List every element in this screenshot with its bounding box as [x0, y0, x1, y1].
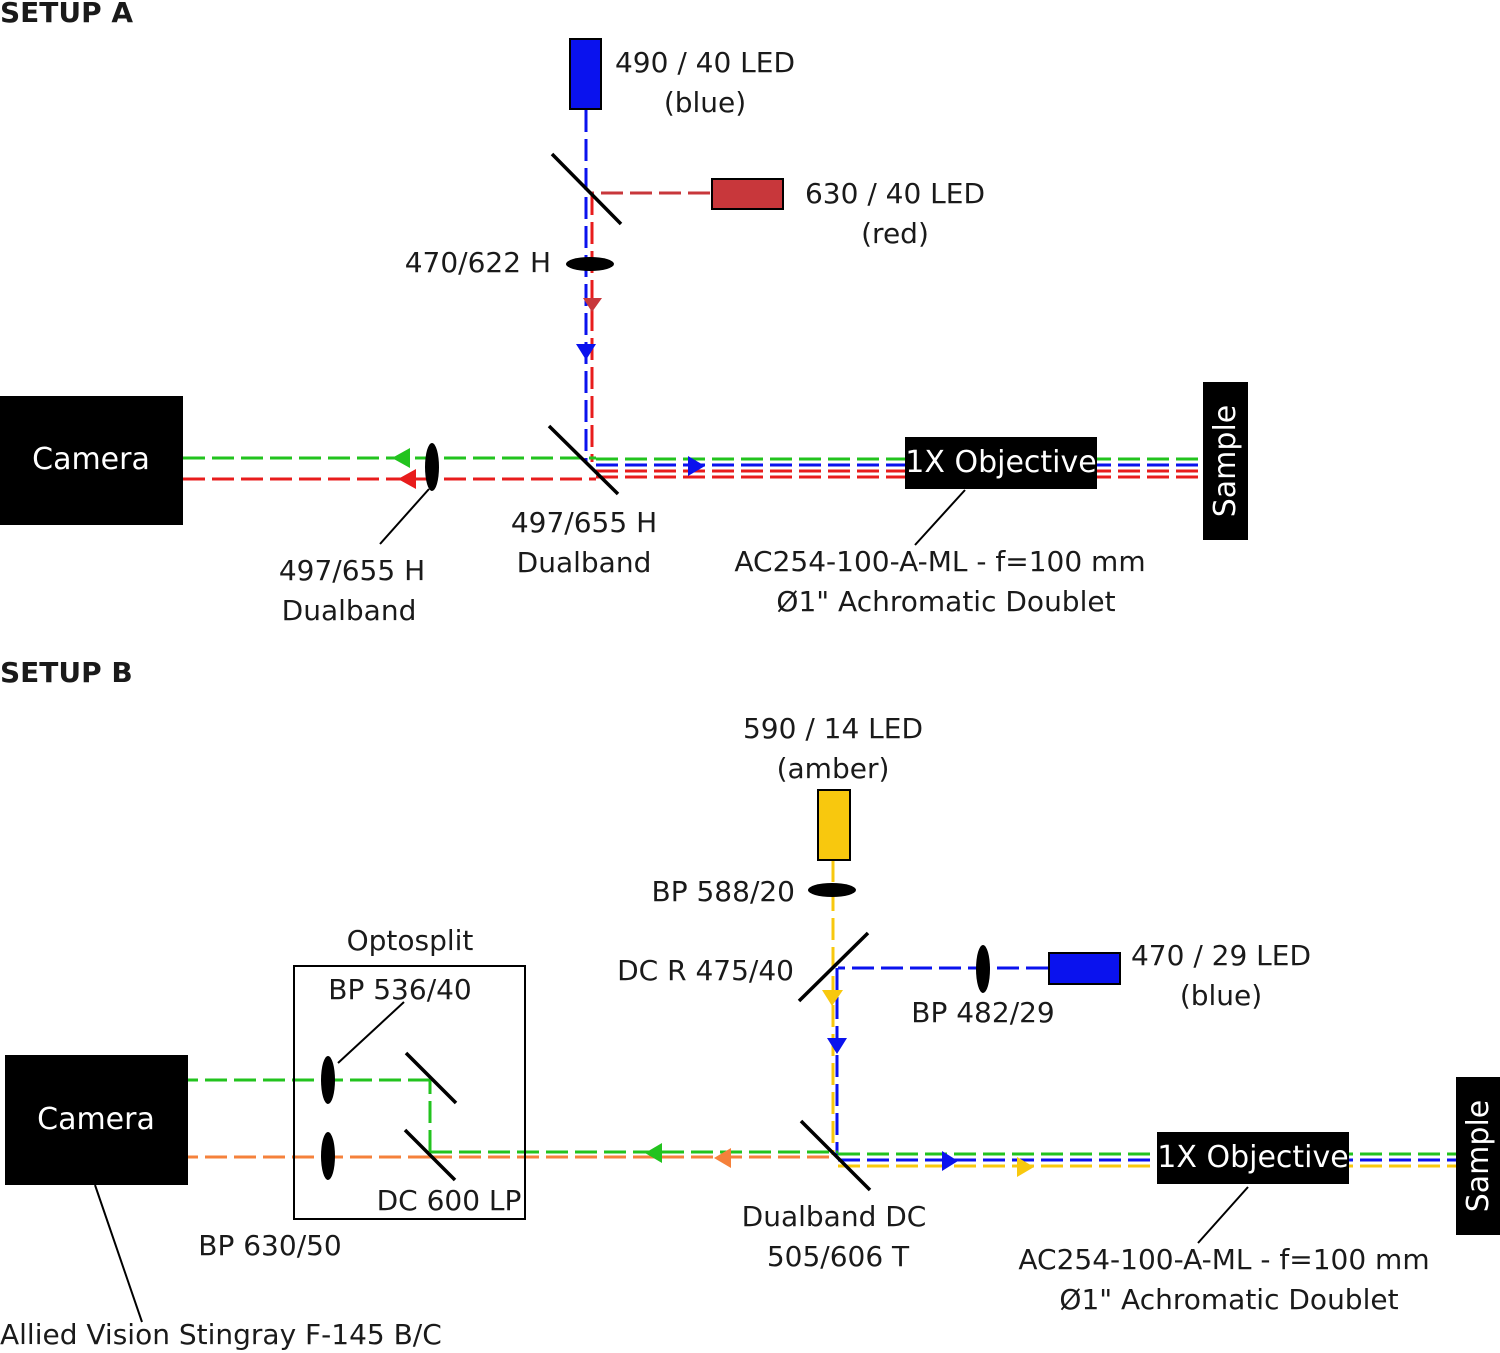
main-dichroic-mirror	[799, 1119, 872, 1192]
amber-right-arrow	[1017, 1157, 1034, 1177]
optosplit-green-filter-label: BP 536/40	[328, 973, 472, 1006]
red-down-arrow	[583, 298, 602, 312]
setup-a-beams	[183, 110, 1205, 481]
green-left-arrow	[645, 1143, 662, 1163]
blue-filter-label: BP 482/29	[911, 996, 1055, 1029]
setup-a: SETUP A 490 / 40 LED (blue)	[0, 0, 1248, 627]
blue-down-arrow	[576, 344, 596, 360]
optosplit-box	[293, 965, 526, 1220]
optosplit-mirror	[404, 1051, 458, 1105]
blue-led	[569, 38, 602, 110]
camera-a-label: Camera	[32, 442, 150, 477]
objective-a	[905, 437, 1097, 489]
blue-led-sublabel: (blue)	[1180, 979, 1262, 1012]
red-led-sublabel: (red)	[861, 217, 929, 250]
amber-down-arrow	[822, 990, 843, 1006]
excitation-filter-label: 470/622 H	[405, 246, 551, 279]
optosplit-green-filter-leader	[337, 1001, 405, 1064]
amber-led-label: 590 / 14 LED	[743, 712, 923, 745]
objective-a-leader	[914, 489, 966, 546]
blue-right-arrow	[688, 456, 705, 476]
emission-filter-sublabel: Dualband	[282, 594, 417, 627]
main-dichroic-mirror	[547, 424, 620, 496]
amber-led-sublabel: (amber)	[777, 752, 890, 785]
blue-filter	[976, 945, 990, 993]
optosplit-dichroic	[403, 1128, 457, 1182]
optosplit-dichroic-label: DC 600 LP	[377, 1184, 522, 1217]
sample-b-label: Sample	[1461, 1100, 1496, 1213]
main-dichroic-label: 497/655 H	[511, 506, 657, 539]
blue-down-arrow	[827, 1038, 847, 1054]
objective-b-desc-2: Ø1" Achromatic Doublet	[1059, 1283, 1398, 1316]
camera-a	[0, 396, 183, 525]
green-left-arrow	[392, 448, 410, 468]
objective-b	[1157, 1132, 1349, 1184]
blue-led-label: 470 / 29 LED	[1131, 939, 1311, 972]
amber-led	[817, 789, 851, 861]
blue-led	[1048, 952, 1121, 985]
sample-a	[1203, 382, 1248, 540]
main-dichroic-label: Dualband DC	[742, 1200, 927, 1233]
amber-filter	[808, 883, 856, 897]
blue-led-sublabel: (blue)	[664, 86, 746, 119]
objective-b-label: 1X Objective	[1157, 1140, 1348, 1175]
setup-b-header: SETUP B	[0, 656, 133, 689]
camera-b	[5, 1055, 188, 1185]
red-left-arrow	[398, 469, 416, 489]
objective-b-desc: AC254-100-A-ML - f=100 mm	[1018, 1243, 1429, 1276]
main-dichroic-sublabel: 505/606 T	[767, 1240, 910, 1273]
main-dichroic-sublabel: Dualband	[517, 546, 652, 579]
sample-b	[1456, 1077, 1500, 1235]
led-combiner-mirror	[550, 152, 623, 226]
amber-filter-label: BP 588/20	[652, 875, 796, 908]
emission-filter	[425, 443, 439, 491]
camera-b-label: Camera	[37, 1102, 155, 1137]
optosplit-green-filter	[321, 1056, 335, 1104]
objective-a-desc-2: Ø1" Achromatic Doublet	[776, 585, 1115, 618]
camera-b-model: Allied Vision Stingray F-145 B/C	[0, 1318, 442, 1351]
setup-b: SETUP B 590 / 14 LED (amber)	[0, 656, 1500, 1351]
dc-r-mirror	[797, 931, 870, 1003]
emission-filter-leader	[379, 488, 430, 545]
setup-b-beams	[188, 860, 1458, 1168]
optosplit-red-filter-label: BP 630/50	[198, 1229, 342, 1262]
setup-a-header: SETUP A	[0, 0, 133, 29]
optosplit-label: Optosplit	[347, 924, 474, 957]
blue-led-label: 490 / 40 LED	[615, 46, 795, 79]
excitation-filter	[566, 257, 614, 271]
orange-left-arrow	[714, 1148, 731, 1168]
optosplit-red-filter	[321, 1132, 335, 1180]
blue-right-arrow	[942, 1151, 958, 1171]
red-led	[711, 178, 784, 210]
dc-r-label: DC R 475/40	[617, 954, 794, 987]
sample-a-label: Sample	[1208, 405, 1243, 518]
camera-b-leader	[94, 1184, 143, 1323]
objective-a-label: 1X Objective	[905, 445, 1096, 480]
objective-b-leader	[1197, 1186, 1249, 1244]
objective-a-desc: AC254-100-A-ML - f=100 mm	[734, 545, 1145, 578]
emission-filter-label: 497/655 H	[279, 554, 425, 587]
red-led-label: 630 / 40 LED	[805, 177, 985, 210]
